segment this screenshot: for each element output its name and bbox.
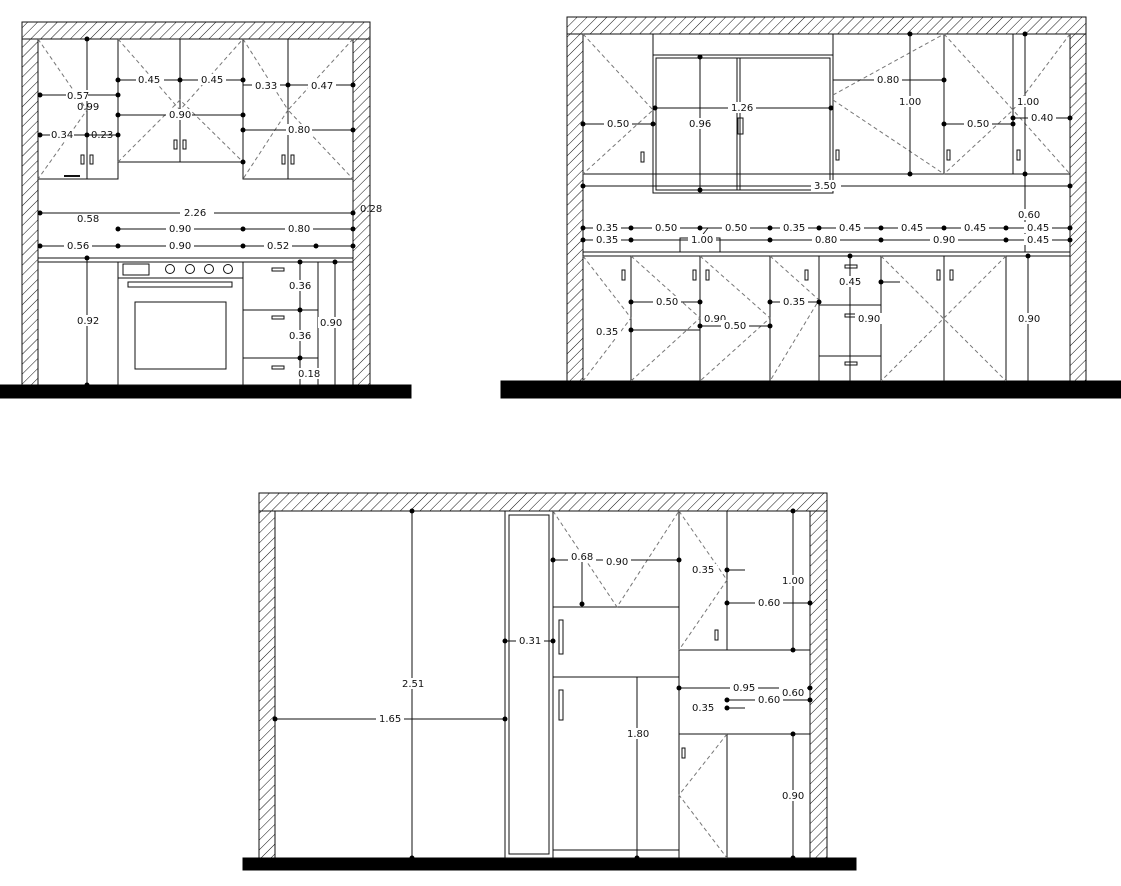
dim-label: 0.45 xyxy=(901,223,923,234)
dim-label: 0.45 xyxy=(1027,223,1049,234)
dim-label: 0.35 xyxy=(596,327,618,338)
dim-label: 0.90 xyxy=(704,314,726,325)
dim-label: 2.51 xyxy=(402,679,424,690)
dim-label: 0.31 xyxy=(519,636,541,647)
dim-label: 0.47 xyxy=(311,81,333,92)
dim-label: 0.50 xyxy=(655,223,677,234)
dim-label: 0.35 xyxy=(692,565,714,576)
dim-label: 0.35 xyxy=(692,703,714,714)
dim-label: 2.26 xyxy=(184,208,206,219)
upper-cabinet-left xyxy=(582,33,654,175)
dim-label: 0.35 xyxy=(596,223,618,234)
dim-label: 0.36 xyxy=(289,331,311,342)
dim-label: 0.52 xyxy=(267,241,289,252)
dim-label: 0.58 xyxy=(77,214,99,225)
ceiling xyxy=(566,16,1087,35)
dim-label: 1.00 xyxy=(691,235,713,246)
dim-label: 0.50 xyxy=(724,321,746,332)
dim-label: 0.28 xyxy=(360,204,382,215)
upper-cabinet-right xyxy=(242,38,354,180)
dim-label: 0.90 xyxy=(858,314,880,325)
dim-label: 0.34 xyxy=(51,130,73,141)
dim-label: 0.35 xyxy=(783,297,805,308)
left-wall xyxy=(258,510,276,859)
dim-label: 1.00 xyxy=(899,97,921,108)
dim-label: 0.90 xyxy=(782,791,804,802)
dim-label: 1.26 xyxy=(731,103,753,114)
dim-label: 0.40 xyxy=(1031,113,1053,124)
dim-label: 0.68 xyxy=(571,552,593,563)
dim-label: 0.90 xyxy=(1018,314,1040,325)
ceiling xyxy=(258,492,828,512)
dim-label: 0.60 xyxy=(758,598,780,609)
dim-label: 0.80 xyxy=(815,235,837,246)
elevation-3-labels: 2.51 1.65 0.31 0.68 0.90 0.35 1.00 0.60 … xyxy=(376,551,807,802)
dim-label: 0.45 xyxy=(1027,235,1049,246)
dim-label: 0.80 xyxy=(288,125,310,136)
dim-label: 1.00 xyxy=(1017,97,1039,108)
left-wall xyxy=(21,38,39,386)
dim-label: 0.45 xyxy=(138,75,160,86)
dim-label: 0.57 xyxy=(67,91,89,102)
dim-label: 0.80 xyxy=(877,75,899,86)
elevation-2-labels: 0.50 1.26 0.96 0.80 1.00 0.50 1.00 0.40 … xyxy=(593,74,1056,338)
dim-label: 0.90 xyxy=(320,318,342,329)
oven xyxy=(117,261,244,386)
dim-label: 1.00 xyxy=(782,576,804,587)
dim-label: 0.90 xyxy=(169,241,191,252)
dim-label: 0.45 xyxy=(201,75,223,86)
dim-label: 3.50 xyxy=(814,181,836,192)
ground-slab xyxy=(0,384,412,399)
dim-label: 0.50 xyxy=(967,119,989,130)
dim-label: 0.60 xyxy=(782,688,804,699)
dim-label: 0.50 xyxy=(725,223,747,234)
elevation-3 xyxy=(242,492,857,871)
dim-label: 0.35 xyxy=(783,223,805,234)
dim-label: 1.80 xyxy=(627,729,649,740)
dim-label: 0.95 xyxy=(733,683,755,694)
dim-label: 0.45 xyxy=(839,277,861,288)
dim-label: 0.90 xyxy=(169,224,191,235)
dim-label: 0.90 xyxy=(169,110,191,121)
elevation-1-labels: 0.57 0.99 0.34 0.23 0.45 0.45 0.90 0.33 … xyxy=(50,74,382,380)
dim-label: 0.45 xyxy=(964,223,986,234)
dim-label: 0.96 xyxy=(689,119,711,130)
dim-label: 0.60 xyxy=(758,695,780,706)
dim-label: 0.23 xyxy=(91,130,113,141)
dim-label: 0.99 xyxy=(77,102,99,113)
elevation-2 xyxy=(500,16,1121,399)
dim-label: 0.92 xyxy=(77,316,99,327)
elevation-1 xyxy=(0,21,412,399)
refrigerator xyxy=(552,606,680,859)
dim-label: 0.36 xyxy=(289,281,311,292)
right-wall xyxy=(809,510,828,859)
dim-label: 0.50 xyxy=(607,119,629,130)
dim-label: 1.65 xyxy=(379,714,401,725)
tall-pantry xyxy=(504,510,554,859)
dim-label: 0.90 xyxy=(606,557,628,568)
dim-label: 0.33 xyxy=(255,81,277,92)
dim-label: 0.90 xyxy=(933,235,955,246)
dim-label: 0.35 xyxy=(596,235,618,246)
ceiling xyxy=(21,21,371,40)
dim-label: 0.56 xyxy=(67,241,89,252)
right-wall xyxy=(1069,33,1087,382)
dim-label: 0.18 xyxy=(298,369,320,380)
left-wall xyxy=(566,33,584,382)
ground-slab xyxy=(242,857,857,871)
dim-label: 0.80 xyxy=(288,224,310,235)
ground-slab xyxy=(500,380,1121,399)
dim-label: 0.45 xyxy=(839,223,861,234)
dim-label: 0.60 xyxy=(1018,210,1040,221)
dim-label: 0.50 xyxy=(656,297,678,308)
